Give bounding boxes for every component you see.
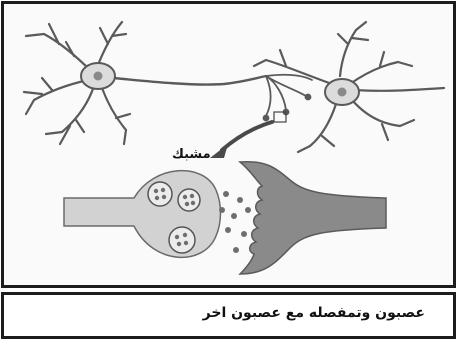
neuron-diagram [4,4,456,288]
presynaptic-terminal [64,171,221,258]
postsynaptic-membrane [240,162,386,274]
axon-terminals [264,75,313,121]
synapse-label: مشبك [172,147,211,162]
neurotransmitters [219,191,251,253]
left-neuron [24,22,130,144]
left-neuron-nucleus [94,72,103,81]
caption-box: عصبون وتمفصله مع عصبون اخر [1,292,456,339]
caption-text: عصبون وتمفصله مع عصبون اخر [4,305,425,321]
right-neuron-nucleus [338,88,347,97]
arrow-head [210,144,228,158]
diagram-frame: مشبك [1,1,456,288]
zoom-arrow [222,122,272,150]
axon [114,76,266,85]
